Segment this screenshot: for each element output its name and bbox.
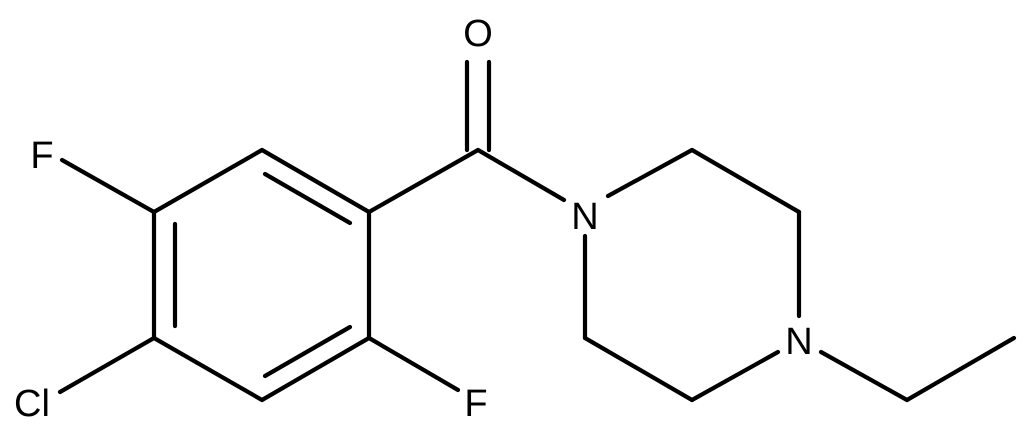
bond-ring-top: [259, 147, 372, 215]
bond-ring-top-left: [151, 147, 265, 215]
atom-label-fluorine-bottom: F: [464, 383, 487, 425]
piperazine-ring: [582, 147, 802, 403]
bond-fluorine-bottom: [366, 335, 461, 393]
bond-ethyl-2: [904, 335, 1017, 403]
atom-label-nitrogen-amide: N: [571, 196, 598, 238]
atom-label-oxygen: O: [463, 13, 493, 55]
bond-ethyl-1: [818, 349, 910, 403]
bond-pip-n1-upper: [605, 147, 695, 199]
bond-carbonyl-to-nitrogen: [475, 147, 567, 203]
bond-chlorine: [57, 335, 157, 395]
bond-ring-to-carbonyl: [366, 147, 481, 215]
atom-label-fluorine-top: F: [30, 135, 53, 177]
bond-pip-upper-right: [689, 147, 802, 215]
bond-ring-bottom-right-inner: [262, 324, 353, 379]
bond-ring-bottom-right: [259, 335, 372, 403]
bond-fluorine-top: [59, 157, 157, 215]
bond-ring-bottom-left: [151, 335, 265, 403]
benzene-ring: [151, 147, 372, 403]
atom-label-chlorine: Cl: [14, 383, 50, 425]
bond-pip-lower-left: [582, 335, 695, 403]
bond-pip-n4-lower: [689, 349, 781, 403]
bond-ring-top-inner: [262, 171, 353, 226]
atom-label-nitrogen-ethyl: N: [785, 321, 812, 363]
